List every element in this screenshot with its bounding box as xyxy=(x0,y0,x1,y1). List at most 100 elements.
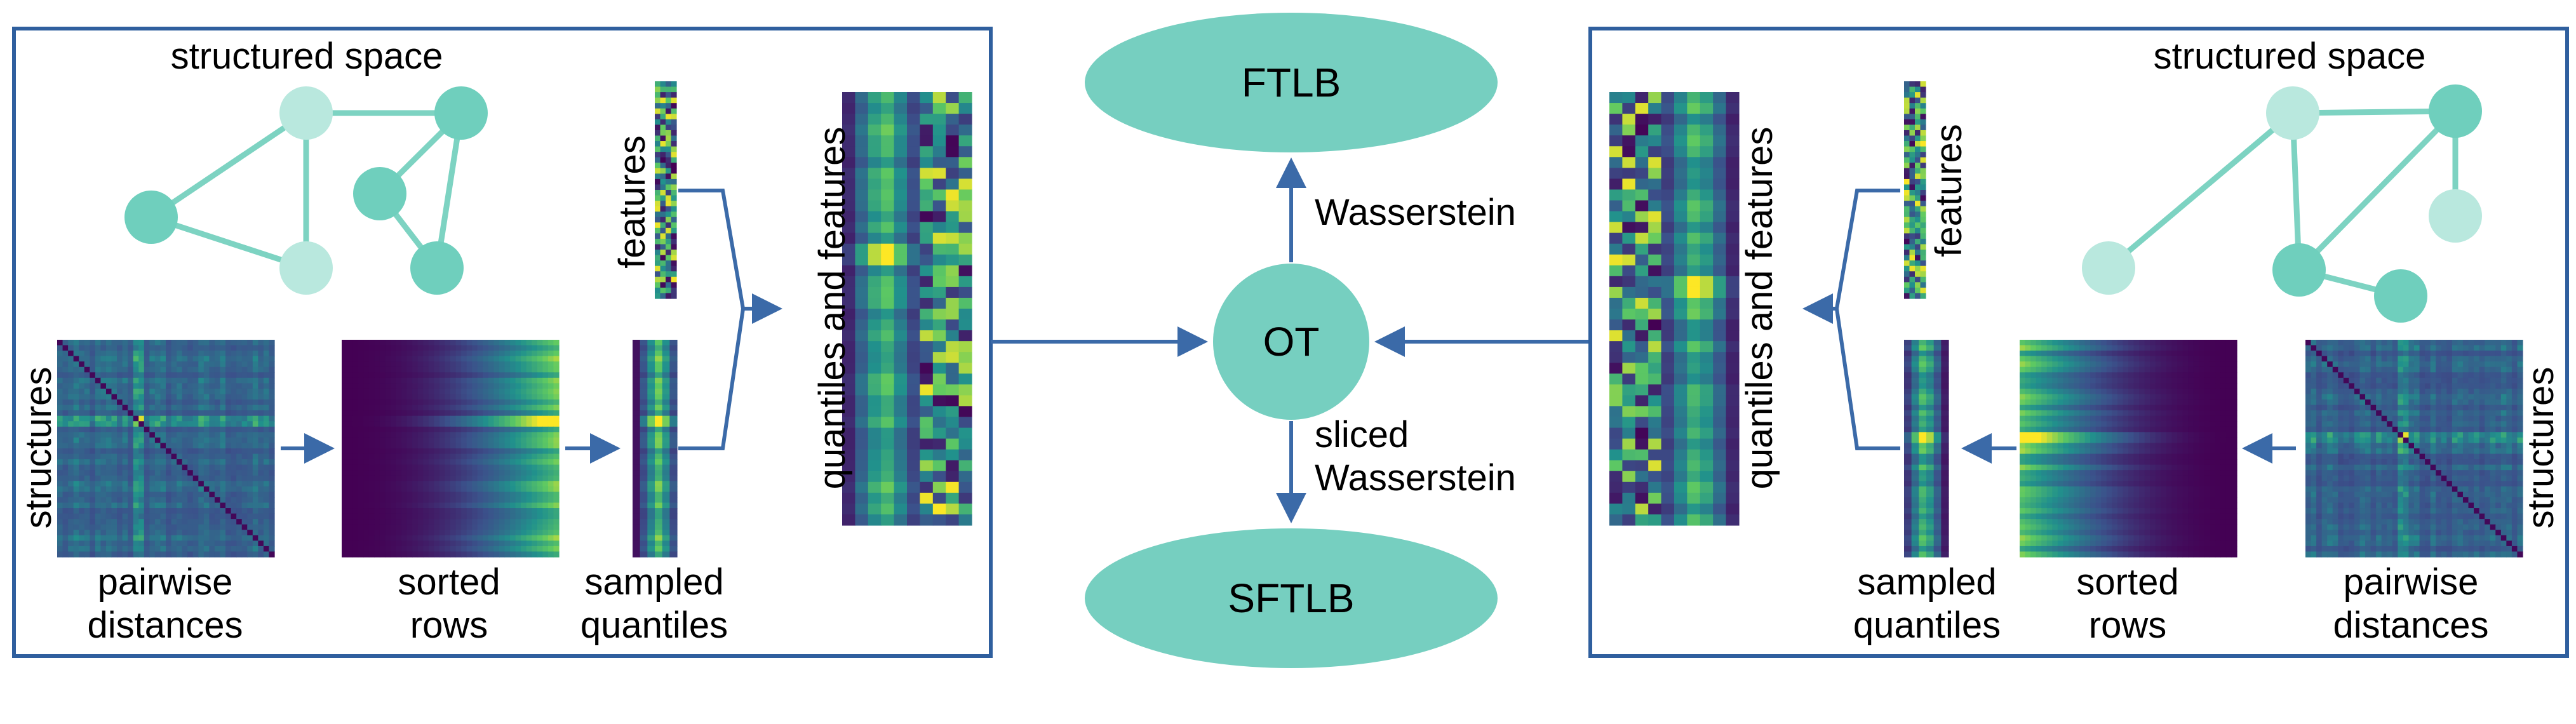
heatmap-cell xyxy=(241,443,248,449)
heatmap-cell xyxy=(660,287,666,294)
heatmap-cell xyxy=(2500,372,2507,379)
heatmap-cell xyxy=(79,443,85,449)
heatmap-cell xyxy=(2441,459,2447,466)
heatmap-cell xyxy=(209,421,215,427)
heatmap-cell xyxy=(2403,405,2410,411)
heatmap-cell xyxy=(84,415,90,422)
heatmap-cell xyxy=(203,535,210,541)
heatmap-cell xyxy=(182,361,188,368)
heatmap-cell xyxy=(2441,383,2447,389)
heatmap-cell xyxy=(2376,421,2382,427)
heatmap-cell xyxy=(662,399,670,406)
heatmap-cell xyxy=(647,492,655,498)
heatmap-cell xyxy=(263,459,270,466)
heatmap-cell xyxy=(2436,377,2442,384)
heatmap-cell xyxy=(881,168,895,179)
heatmap-cell xyxy=(160,340,166,346)
heatmap-cell xyxy=(144,470,150,476)
heatmap-cell xyxy=(907,438,920,450)
heatmap-cell xyxy=(423,535,429,541)
heatmap-cell xyxy=(504,356,511,362)
heatmap-cell xyxy=(655,405,663,411)
heatmap-cell xyxy=(209,453,215,460)
heatmap-cell xyxy=(368,372,375,379)
heatmap-cell xyxy=(2500,405,2507,411)
heatmap-cell xyxy=(57,415,64,422)
heatmap-cell xyxy=(396,519,402,525)
heatmap-cell xyxy=(504,530,511,536)
heatmap-cell xyxy=(352,453,359,460)
heatmap-cell xyxy=(907,265,920,277)
heatmap-cell xyxy=(352,426,359,432)
heatmap-cell xyxy=(2474,437,2480,444)
right-pairwise-distances-matrix xyxy=(2305,340,2523,558)
heatmap-cell xyxy=(2425,340,2431,346)
heatmap-cell xyxy=(95,377,101,384)
heatmap-cell xyxy=(122,383,128,389)
heatmap-cell xyxy=(160,437,166,444)
heatmap-cell xyxy=(655,345,663,351)
heatmap-cell xyxy=(488,519,494,525)
heatmap-cell xyxy=(347,405,353,411)
heatmap-cell xyxy=(461,540,467,547)
heatmap-cell xyxy=(347,351,353,357)
heatmap-cell xyxy=(379,546,386,553)
heatmap-cell xyxy=(390,459,397,466)
heatmap-cell xyxy=(171,351,177,357)
heatmap-cell xyxy=(258,432,264,438)
heatmap-cell xyxy=(526,405,532,411)
heatmap-cell xyxy=(532,388,538,395)
heatmap-cell xyxy=(171,377,177,384)
heatmap-cell xyxy=(2332,432,2338,438)
heatmap-cell xyxy=(483,410,489,417)
heatmap-cell xyxy=(542,448,549,455)
heatmap-cell xyxy=(946,222,960,234)
heatmap-cell xyxy=(855,352,869,363)
heatmap-cell xyxy=(412,475,419,481)
heatmap-cell xyxy=(2468,361,2474,368)
heatmap-cell xyxy=(111,546,117,553)
heatmap-cell xyxy=(946,157,960,168)
heatmap-cell xyxy=(868,243,882,255)
heatmap-cell xyxy=(68,377,74,384)
heatmap-cell xyxy=(269,340,275,346)
heatmap-cell xyxy=(932,352,946,363)
heatmap-cell xyxy=(2349,356,2355,362)
heatmap-cell xyxy=(2495,459,2502,466)
heatmap-cell xyxy=(946,103,960,114)
heatmap-cell xyxy=(499,443,506,449)
heatmap-cell xyxy=(171,453,177,460)
heatmap-cell xyxy=(2446,361,2453,368)
heatmap-cell xyxy=(669,437,678,444)
heatmap-cell xyxy=(417,340,424,346)
heatmap-cell xyxy=(62,366,69,373)
heatmap-cell xyxy=(2365,383,2371,389)
heatmap-cell xyxy=(144,481,150,487)
heatmap-cell xyxy=(128,492,134,498)
heatmap-cell xyxy=(640,432,648,438)
heatmap-cell xyxy=(450,394,457,400)
heatmap-cell xyxy=(149,345,156,351)
heatmap-cell xyxy=(2485,443,2491,449)
heatmap-cell xyxy=(263,437,270,444)
heatmap-cell xyxy=(138,551,145,558)
heatmap-cell xyxy=(95,340,101,346)
heatmap-cell xyxy=(907,243,920,255)
heatmap-cell xyxy=(214,394,221,400)
heatmap-cell xyxy=(2359,448,2366,455)
heatmap-cell xyxy=(493,546,500,553)
heatmap-cell xyxy=(647,394,655,400)
heatmap-cell xyxy=(231,366,237,373)
heatmap-cell xyxy=(2511,399,2518,406)
heatmap-cell xyxy=(2479,361,2485,368)
heatmap-cell xyxy=(640,405,648,411)
heatmap-cell xyxy=(547,351,554,357)
heatmap-cell xyxy=(662,453,670,460)
heatmap-cell xyxy=(111,459,117,466)
heatmap-cell xyxy=(455,421,462,427)
heatmap-cell xyxy=(666,135,672,142)
heatmap-cell xyxy=(396,340,402,346)
heatmap-cell xyxy=(57,513,64,520)
heatmap-cell xyxy=(472,524,478,530)
heatmap-cell xyxy=(2436,388,2442,395)
